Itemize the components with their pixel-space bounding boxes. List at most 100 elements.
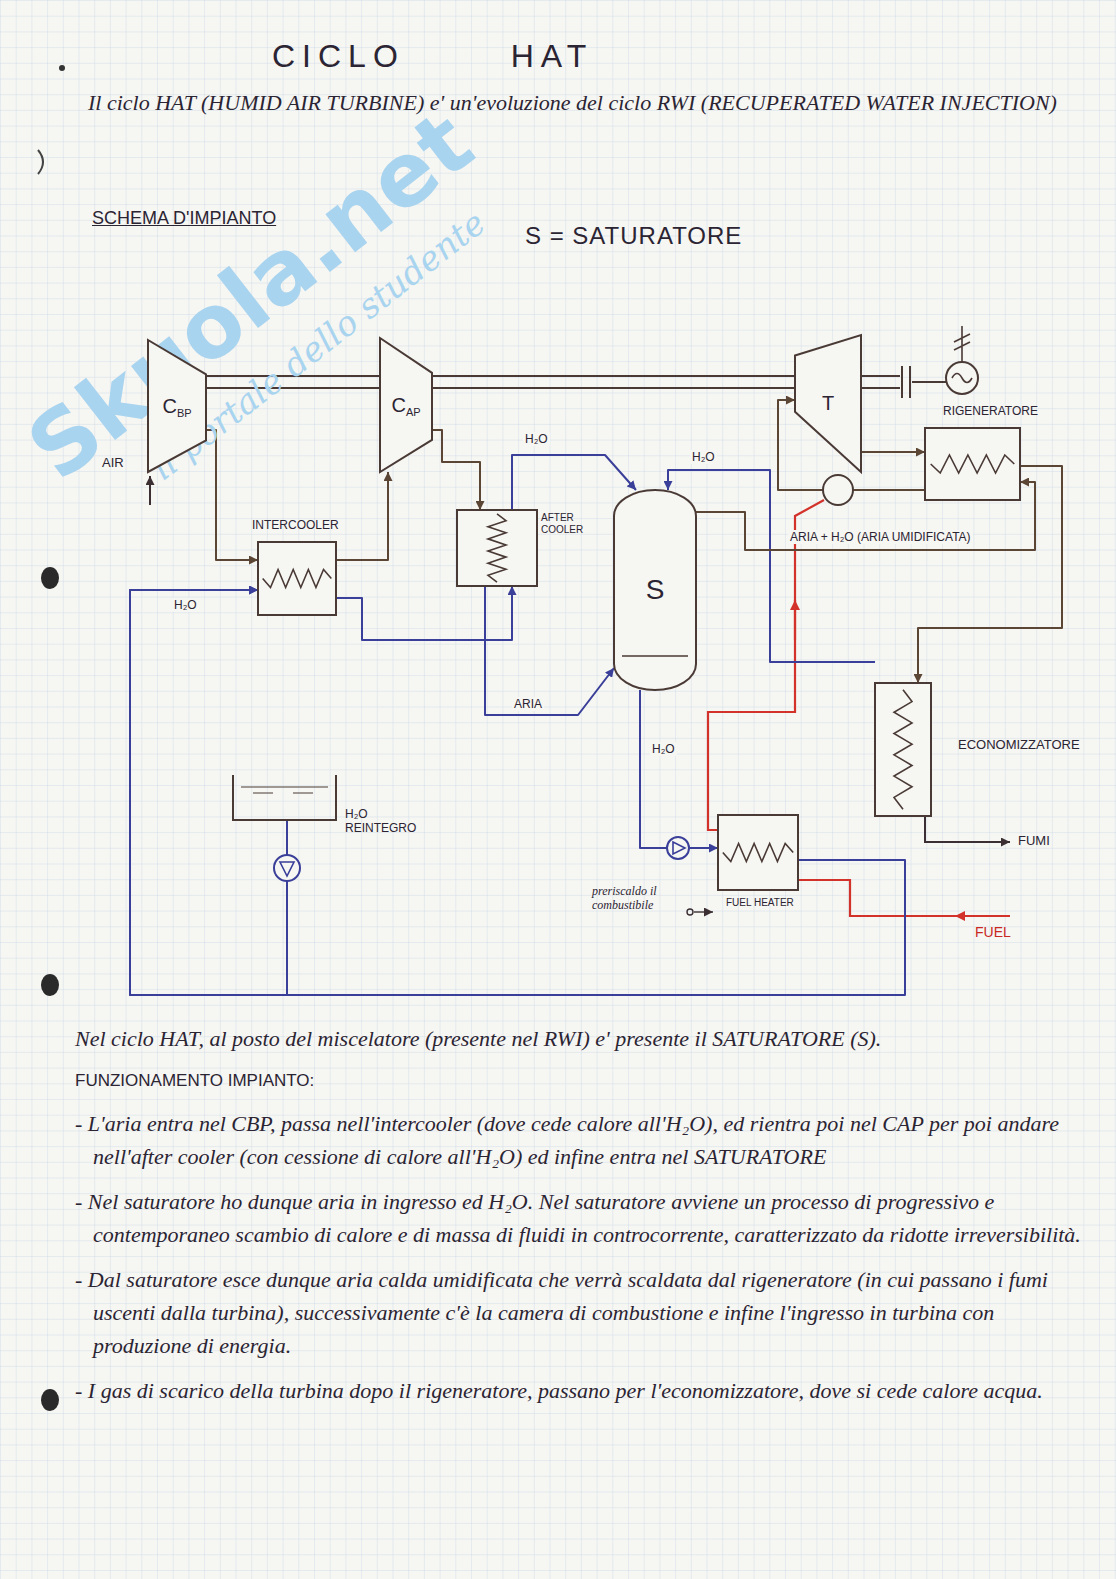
body-paragraph: - L'aria entra nel CBP, passa nell'inter…: [75, 1107, 1090, 1173]
pump-symbol: [274, 855, 300, 881]
pump-triangle: [673, 842, 685, 854]
exchanger-box: [457, 510, 537, 586]
coil-symbol: [723, 844, 793, 862]
vessel-shape: [614, 490, 696, 690]
node-outline: [718, 815, 798, 890]
text-holder: H₂O REINTEGRO: [345, 807, 427, 836]
punch-hole: [41, 974, 59, 996]
node-outline: [457, 510, 537, 586]
body-paragraph: - I gas di scarico della turbina dopo il…: [75, 1374, 1090, 1407]
component-label: T: [822, 392, 834, 414]
exchanger-box: [875, 683, 931, 816]
coil-symbol: [488, 514, 506, 582]
text-holder: CBP: [148, 340, 206, 472]
component-label: ECONOMIZZATORE: [958, 737, 1080, 752]
note-text: preriscaldo il combustibile: [592, 884, 682, 912]
text-holder: S: [614, 490, 696, 690]
pipe-connector: [336, 472, 388, 560]
pipe-connector: [668, 470, 875, 662]
pipe-connector: [336, 586, 512, 640]
flow-label: ARIA: [512, 697, 544, 711]
text-holder: ECONOMIZZATORE: [958, 737, 1080, 753]
text-wrap: CAP: [391, 394, 420, 417]
component-label: FUEL HEATER: [726, 897, 794, 908]
grid-connection: [954, 326, 970, 362]
component-label: INTERCOOLER: [252, 518, 339, 532]
pipe-connector: [861, 451, 925, 453]
turbine: T: [795, 335, 861, 472]
body-text: Nel ciclo HAT, al posto del miscelatore …: [75, 1022, 1090, 1419]
flow-label: H₂O: [172, 598, 199, 612]
water-level: [622, 655, 688, 656]
subscript-text: BP: [177, 407, 192, 419]
high-pressure-compressor: CAP: [380, 338, 432, 472]
pipe-connector: [640, 690, 718, 848]
turbine-shape: [795, 335, 861, 472]
pipe-connector: [512, 455, 636, 510]
regenerator: RIGENERATORE: [925, 428, 1020, 500]
generator-symbol: [946, 362, 978, 394]
flow-label: H₂O: [650, 742, 677, 756]
shaft-line: [912, 381, 946, 383]
node-outline: [925, 428, 1020, 500]
legend-note: S = SATURATORE: [525, 222, 742, 250]
text-wrap: CBP: [162, 395, 191, 418]
leader-dot: [687, 909, 693, 915]
flow-label: AIR: [102, 455, 124, 470]
text-holder: T: [795, 335, 861, 472]
punch-hole: [41, 1389, 59, 1411]
makeup-water-tank: H₂O REINTEGRO: [233, 775, 336, 820]
flow-label: H₂O: [690, 450, 717, 464]
air-inlet-arrow: [149, 476, 151, 505]
coil-symbol: [894, 690, 912, 810]
generator-sine: [952, 374, 972, 383]
component-label: RIGENERATORE: [943, 404, 1038, 418]
leader-line: [694, 911, 713, 912]
body-paragraph: - Nel saturatore ho dunque aria in ingre…: [75, 1185, 1090, 1251]
tank-shape: [233, 775, 336, 820]
text-wrap: T: [822, 392, 834, 415]
text-holder: RIGENERATORE: [943, 404, 1038, 418]
text-wrap: S: [646, 574, 665, 606]
body-paragraph: - Dal saturatore esce dunque aria calda …: [75, 1263, 1090, 1362]
exchanger-box: [925, 428, 1020, 500]
pipe-connector: [130, 590, 905, 995]
node-outline: [380, 338, 432, 472]
low-pressure-compressor: CBP: [148, 340, 206, 472]
node-outline: [233, 775, 336, 820]
exchanger-box: [258, 542, 336, 615]
intro-text: Il ciclo HAT (HUMID AIR TURBINE) e' un'e…: [88, 86, 1088, 120]
saturator: S: [614, 490, 696, 690]
flow-label: H₂O: [523, 432, 550, 446]
component-label: AFTER COOLER: [541, 512, 583, 535]
coil-symbol: [263, 570, 332, 588]
node-outline: [148, 340, 206, 472]
body-paragraph: FUNZIONAMENTO IMPIANTO:: [75, 1067, 1090, 1095]
pipe-connector: [432, 430, 480, 510]
shaft-line: [861, 376, 900, 388]
aftercooler: AFTER COOLER: [457, 510, 537, 586]
component-label: H₂O REINTEGRO: [345, 807, 416, 835]
text-holder: FUEL HEATER: [726, 897, 796, 909]
text-holder: AFTER COOLER: [541, 512, 591, 536]
component-label: C: [391, 394, 405, 416]
component-label: S: [646, 574, 665, 605]
intercooler: INTERCOOLER: [258, 542, 336, 615]
flow-label: ARIA + H₂O (ARIA UMIDIFICATA): [788, 530, 973, 544]
flow-label: FUMI: [1018, 833, 1050, 848]
exhaust-arrow: [925, 816, 1010, 842]
ink-dot: [59, 65, 65, 71]
punch-hole: [41, 567, 59, 589]
text-holder: CAP: [380, 338, 432, 472]
node-outline: [258, 542, 336, 615]
component-label: C: [162, 395, 176, 417]
node-outline: [875, 683, 931, 816]
section-heading: SCHEMA D'IMPIANTO: [92, 208, 276, 229]
shaft-line: [432, 376, 795, 388]
subscript-text: AP: [406, 406, 421, 418]
fuel-heater: FUEL HEATER: [718, 815, 798, 890]
compressor-shape: [380, 338, 432, 472]
exchanger-box: [718, 815, 798, 890]
